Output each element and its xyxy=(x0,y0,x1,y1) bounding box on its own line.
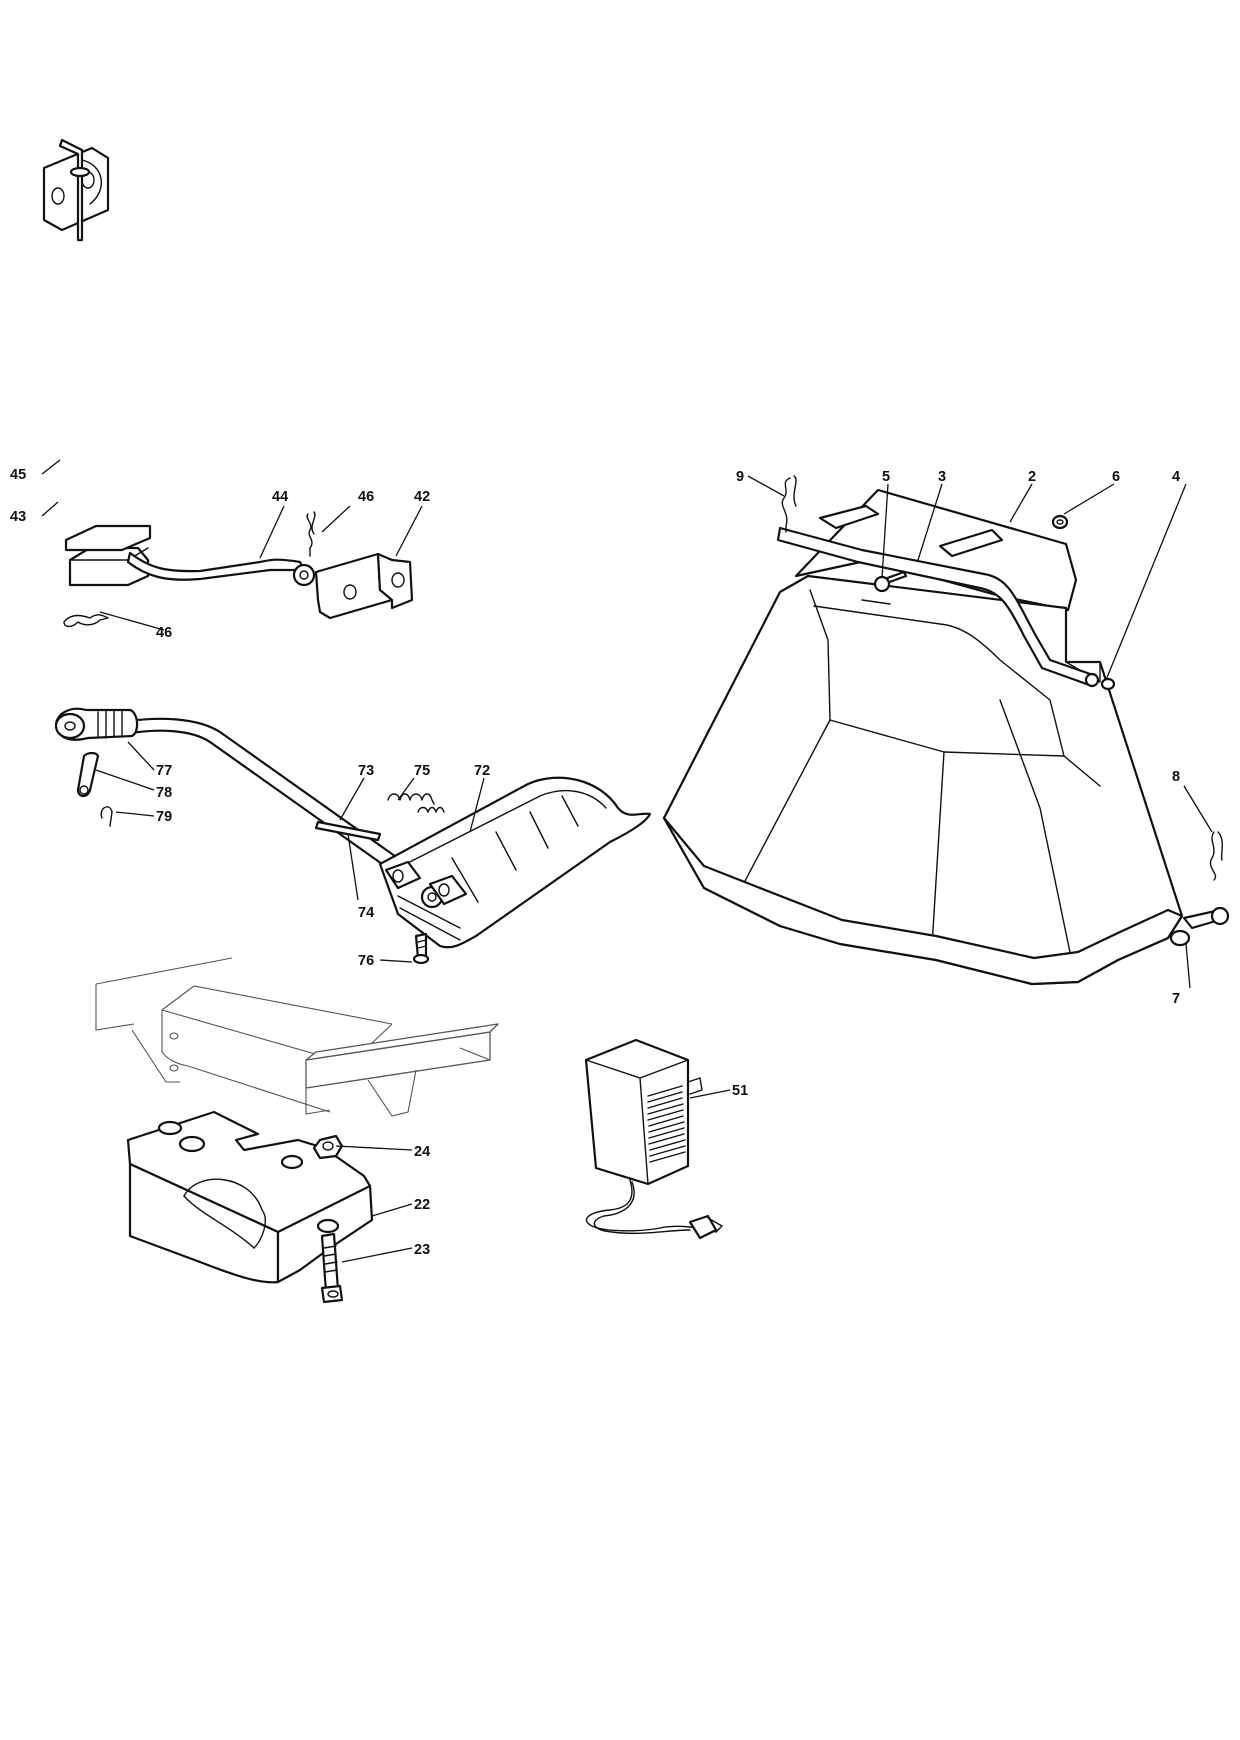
callout-43: 43 xyxy=(10,509,26,525)
callout-labels: 45 43 44 46 42 46 77 78 79 73 75 72 74 7… xyxy=(10,467,1180,1258)
callout-75: 75 xyxy=(414,763,430,779)
ballast-weight-assembly xyxy=(126,1110,374,1304)
callout-73: 73 xyxy=(358,763,374,779)
discharge-chute-icon xyxy=(662,475,1230,986)
callout-72: 72 xyxy=(474,763,490,779)
frame-outline xyxy=(95,957,499,1117)
callout-74: 74 xyxy=(358,905,374,921)
callout-3: 3 xyxy=(938,469,946,485)
hitch-linkage-assembly xyxy=(42,138,414,628)
callout-5: 5 xyxy=(882,469,890,485)
callout-23: 23 xyxy=(414,1242,430,1258)
callout-78: 78 xyxy=(156,785,172,801)
callout-44: 44 xyxy=(272,489,288,505)
callout-8: 8 xyxy=(1172,769,1180,785)
callout-4: 4 xyxy=(1172,469,1180,485)
callout-46-lower: 46 xyxy=(156,625,172,641)
callout-79: 79 xyxy=(156,809,172,825)
callout-24: 24 xyxy=(414,1144,430,1160)
callout-77: 77 xyxy=(156,763,172,779)
lift-lever-assembly xyxy=(54,707,652,965)
callout-45: 45 xyxy=(10,467,26,483)
battery-charger-icon xyxy=(584,1038,723,1240)
callout-46-upper: 46 xyxy=(358,489,374,505)
callout-51: 51 xyxy=(732,1083,748,1099)
callout-6: 6 xyxy=(1112,469,1120,485)
callout-22: 22 xyxy=(414,1197,430,1213)
callout-9: 9 xyxy=(736,469,744,485)
callout-42: 42 xyxy=(414,489,430,505)
callout-7: 7 xyxy=(1172,991,1180,1007)
callout-76: 76 xyxy=(358,953,374,969)
leader-lines xyxy=(41,459,1213,1263)
callout-2: 2 xyxy=(1028,469,1036,485)
